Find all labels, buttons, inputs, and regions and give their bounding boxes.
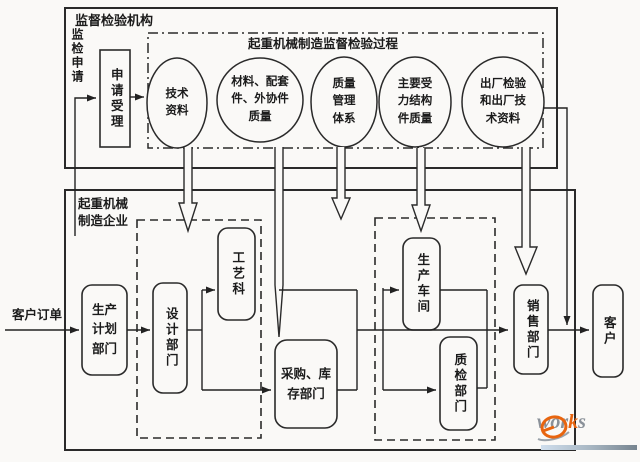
design-label: 设计部门 <box>163 307 178 369</box>
hollow-arrow-technical-data <box>178 147 198 234</box>
enterprise-box <box>64 189 576 451</box>
quality-inspection-box <box>439 336 478 431</box>
hollow-arrow-factory-inspection <box>513 147 539 276</box>
production-planning-label: 生产 计划 部门 <box>91 302 117 356</box>
eworks-e-icon <box>537 415 570 442</box>
production-workshop-label: 生产车间 <box>415 253 430 315</box>
eworks-text-s: s <box>578 411 586 433</box>
sales-label: 销售部门 <box>524 298 539 361</box>
ellipse-label-quality-system: 质量 管理 体系 <box>332 78 356 125</box>
process-title: 起重机械制造监督检验过程 <box>247 37 398 51</box>
agency-box <box>64 7 558 169</box>
quality-inspection-label: 质检部门 <box>452 352 467 415</box>
ellipse-label-technical-data: 技术 资料 <box>165 87 189 117</box>
design-dashed-box <box>136 219 262 439</box>
production-dashed-box <box>374 217 496 441</box>
purchasing-warehouse-label: 采购、库 存部门 <box>280 367 331 401</box>
acceptance-box-label: 申请受理 <box>108 67 123 130</box>
enterprise-label: 起重机械 制造企业 <box>78 197 129 228</box>
hollow-arrow-quality-system <box>330 147 352 221</box>
line-factory-docs-feedback <box>543 107 571 325</box>
customer-box <box>592 284 624 378</box>
eworks-logo-underline <box>541 445 637 450</box>
line-inspection-application <box>74 94 96 236</box>
process-section-box <box>217 227 256 321</box>
customer-order-label: 客户订单 <box>12 308 63 322</box>
eworks-text-k: k <box>568 411 579 433</box>
inspection-application-label: 监检申请 <box>70 28 84 84</box>
acceptance-box <box>99 49 131 148</box>
purchasing-warehouse-box <box>274 339 338 429</box>
design-box <box>152 282 188 394</box>
flow-lines <box>5 93 589 394</box>
ellipse-label-materials: 材料、配套 件、外协件 质量 <box>231 76 289 123</box>
ellipse-factory-inspection-docs <box>461 56 545 148</box>
ellipse-materials-parts-quality <box>216 57 304 143</box>
hollow-arrow-materials <box>274 147 284 338</box>
ellipse-technical-data <box>146 57 208 149</box>
agency-label: 监督检验机构 <box>75 13 154 28</box>
ellipse-label-factory-inspection: 出厂检验 和出厂技 术资料 <box>480 78 526 125</box>
process-section-label: 工艺科 <box>230 250 245 298</box>
hollow-arrow-load-bearing <box>411 148 431 234</box>
customer-label: 客户 <box>601 315 616 347</box>
ellipse-load-bearing-quality <box>378 56 452 148</box>
ellipse-label-load-bearing: 主要受 力结构 件质量 <box>397 78 433 125</box>
